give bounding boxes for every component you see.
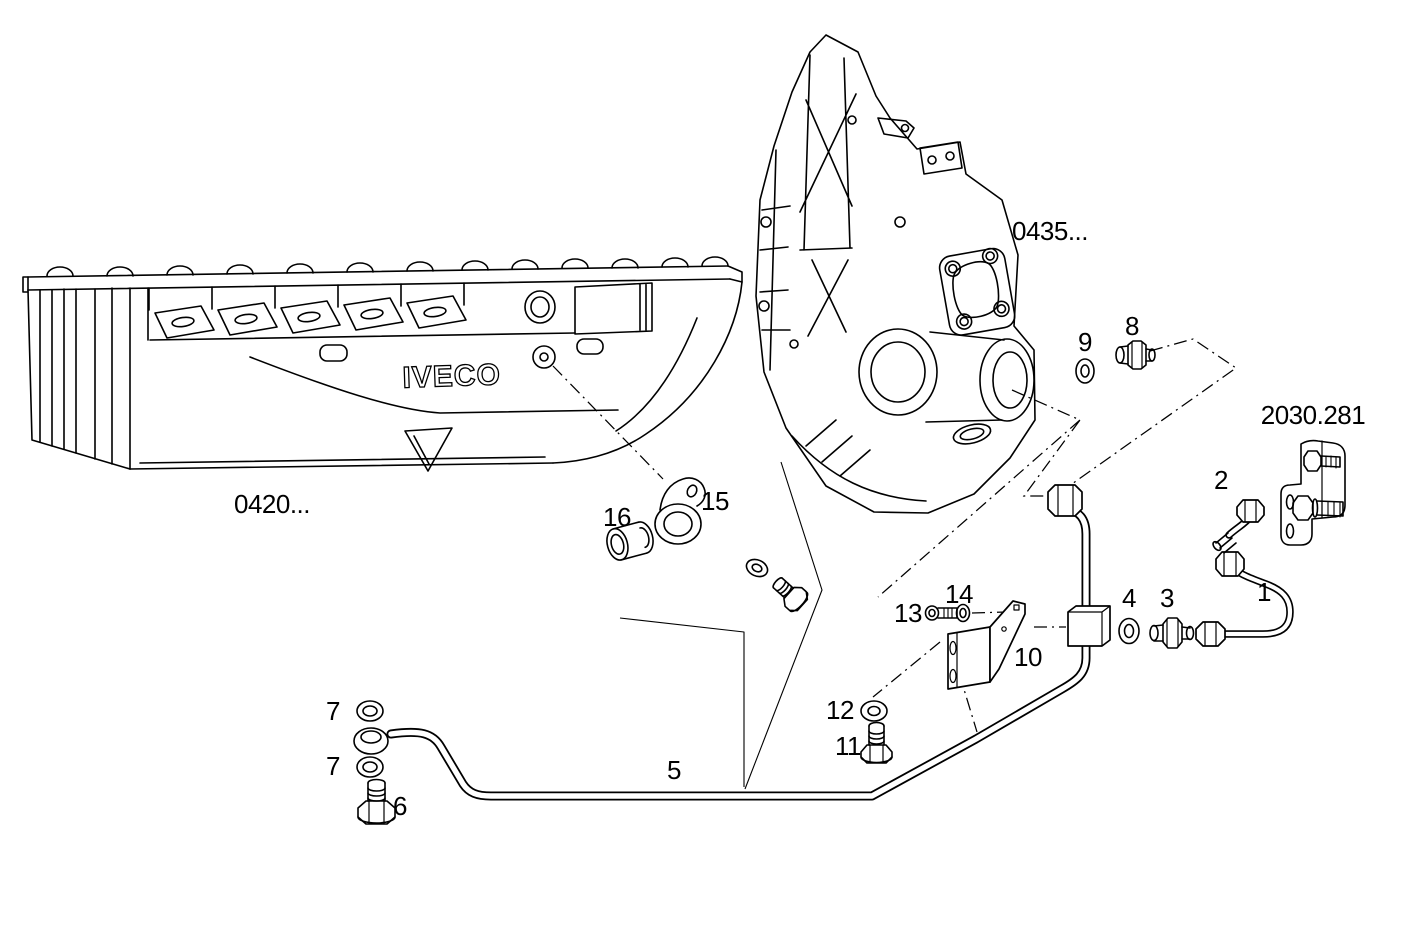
mounting-pad-4hole bbox=[938, 247, 1016, 336]
leader-lines bbox=[552, 338, 1238, 790]
pipe-damper-block bbox=[1067, 605, 1111, 647]
callout-2: 2 bbox=[1214, 465, 1228, 495]
callout-1: 1 bbox=[1257, 577, 1271, 607]
callout-12: 12 bbox=[826, 695, 854, 725]
clamp-washer bbox=[745, 558, 769, 578]
callout-11: 11 bbox=[835, 731, 861, 761]
bolt-11 bbox=[860, 721, 893, 764]
leader-housing-to-pipe bbox=[1011, 389, 1081, 497]
leader-union8 bbox=[1061, 338, 1238, 492]
oil-pan-baffle-pockets bbox=[148, 282, 653, 339]
callout-9: 9 bbox=[1078, 327, 1092, 357]
bracket-10 bbox=[947, 600, 1026, 690]
sump-notch bbox=[404, 427, 453, 472]
callout-10: 10 bbox=[1014, 642, 1042, 672]
housing-left-ribs bbox=[759, 149, 791, 371]
pipe-1-nut-upper bbox=[1215, 551, 1245, 577]
housing-skirt bbox=[791, 435, 927, 502]
callout-16: 16 bbox=[603, 502, 631, 532]
callout-3: 3 bbox=[1160, 583, 1174, 613]
housing-arm bbox=[877, 117, 915, 139]
callout-14: 14 bbox=[945, 579, 973, 609]
rail-bolt-bosses bbox=[46, 256, 729, 277]
callout-15: 15 bbox=[701, 486, 729, 516]
oil-pan-body bbox=[129, 281, 743, 472]
callout-13: 13 bbox=[894, 598, 922, 628]
oil-pan-breather-port bbox=[524, 290, 556, 324]
flywheel-housing bbox=[755, 34, 1036, 514]
ref-bracket-group: 2030.281 bbox=[1261, 400, 1365, 430]
callout-labels: 1 2 3 4 5 6 7 7 8 9 10 11 12 13 14 15 16… bbox=[234, 216, 1366, 821]
elbow-2-nut bbox=[1236, 499, 1265, 523]
oil-pipe-1 bbox=[1195, 551, 1294, 647]
housing-top-pad bbox=[919, 141, 963, 175]
pan-tab-right bbox=[576, 338, 604, 355]
oil-pipe-5 bbox=[386, 484, 1111, 801]
leader-bracket-washer12 bbox=[872, 641, 941, 698]
pipe-clamp-15 bbox=[654, 477, 706, 545]
pipe-1-nut-lower bbox=[1195, 621, 1226, 647]
leader-washer14-bracket bbox=[971, 611, 1008, 614]
oil-pan: IVECO bbox=[22, 256, 743, 472]
leader-to-screw13 bbox=[877, 419, 1081, 598]
pipe-5-union-nut bbox=[1047, 484, 1083, 517]
spacer-bushing-16 bbox=[606, 521, 654, 561]
housing-slot bbox=[952, 423, 992, 445]
oil-pan-left-rib-block bbox=[27, 287, 149, 470]
washer-7-upper bbox=[356, 700, 384, 722]
bracket-2030 bbox=[1280, 439, 1346, 546]
oil-pan-flange-rail bbox=[22, 256, 743, 293]
drain-boss bbox=[532, 345, 556, 369]
housing-silhouette bbox=[755, 34, 1036, 514]
flywheel-bore bbox=[858, 328, 938, 416]
callout-5: 5 bbox=[667, 755, 681, 785]
washer-4 bbox=[1118, 617, 1140, 645]
callout-7-lower: 7 bbox=[326, 751, 340, 781]
banjo-bolt-6 bbox=[357, 778, 396, 825]
elbow-fitting-2 bbox=[1212, 499, 1265, 554]
banjo-union bbox=[353, 727, 389, 755]
washer-9 bbox=[1075, 358, 1095, 384]
washer-7-lower bbox=[356, 756, 384, 778]
callout-7-upper: 7 bbox=[326, 696, 340, 726]
leader-boss-to-clamp bbox=[552, 365, 664, 480]
housing-truss bbox=[799, 54, 857, 337]
ref-flywheel-housing-group: 0435... bbox=[1012, 216, 1088, 246]
starter-motor bbox=[925, 331, 1035, 423]
union-3 bbox=[1149, 617, 1195, 649]
bracket-bolt-lower bbox=[1292, 495, 1344, 521]
iveco-logo: IVECO bbox=[402, 358, 501, 394]
leader-zigzag-right bbox=[744, 461, 823, 790]
bracket-bolt-upper bbox=[1303, 450, 1341, 472]
washer-14 bbox=[955, 603, 971, 623]
ref-oil-pan-group: 0420... bbox=[234, 489, 310, 519]
clamp-bolt bbox=[772, 577, 809, 613]
pan-tab-left bbox=[319, 344, 348, 362]
callout-6: 6 bbox=[393, 791, 407, 821]
union-8 bbox=[1115, 340, 1156, 370]
leader-zigzag-left bbox=[619, 617, 745, 787]
callout-8: 8 bbox=[1125, 311, 1139, 341]
callout-4: 4 bbox=[1122, 583, 1136, 613]
washer-12 bbox=[860, 700, 888, 722]
